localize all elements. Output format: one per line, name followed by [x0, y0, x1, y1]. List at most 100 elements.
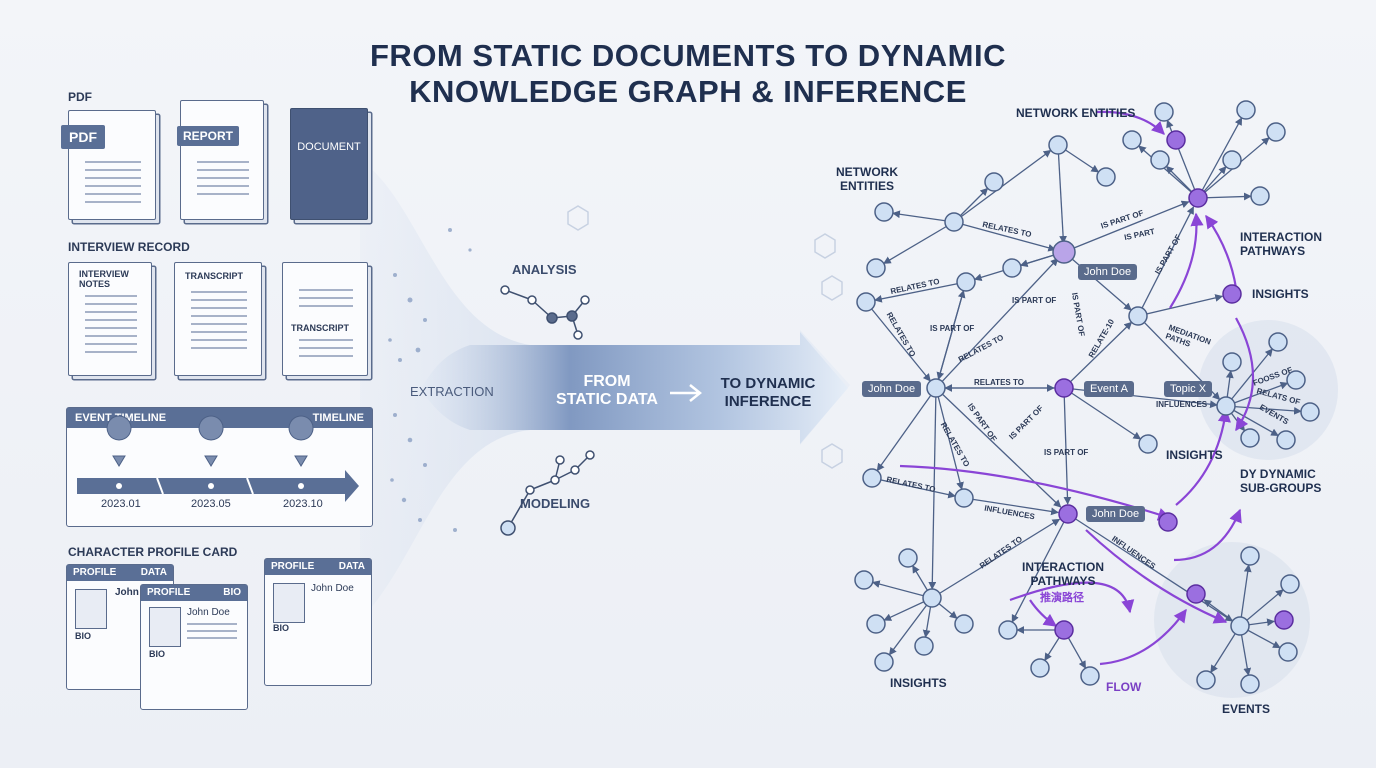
dy-dynamic-label: DY DYNAMIC SUB-GROUPS	[1240, 467, 1322, 495]
inference-path	[1009, 581, 1135, 614]
graph-edge	[871, 580, 933, 599]
avatar-icon	[149, 607, 181, 647]
entity-node	[1080, 666, 1100, 686]
events-label: EVENTS	[1222, 702, 1271, 716]
entity-node	[1286, 370, 1306, 390]
graph-edge	[1063, 387, 1142, 440]
timeline-tag: TIMELINE	[312, 412, 364, 424]
interaction-pathways-right-label: INTERACTION PATHWAYS	[1240, 230, 1322, 258]
inference-node	[1158, 512, 1178, 532]
inference-node	[1058, 504, 1078, 524]
inference-path	[1235, 317, 1255, 432]
entity-node	[944, 212, 964, 232]
interaction-pathways-bottom-label: INTERACTION PATHWAYS	[1022, 560, 1104, 588]
entity-node	[1276, 430, 1296, 450]
extraction-label: EXTRACTION	[410, 384, 494, 399]
inference-node	[1274, 610, 1294, 630]
graph-edge	[931, 518, 1061, 599]
graph-edge	[1225, 405, 1302, 415]
card1-header-1: PROFILE	[73, 567, 117, 578]
entity-node	[1222, 352, 1242, 372]
inference-path	[1169, 212, 1204, 309]
entity-node	[1048, 135, 1068, 155]
insights-bottom-label: INSIGHTS	[890, 676, 947, 690]
entity-node	[984, 172, 1004, 192]
graph-edge	[1225, 348, 1273, 407]
title-line-2: KNOWLEDGE GRAPH & INFERENCE	[409, 74, 967, 109]
inference-path	[1175, 408, 1231, 506]
interview-notes-label: INTERVIEW NOTES	[79, 269, 129, 289]
entity-node	[1300, 402, 1320, 422]
page-title: FROM STATIC DOCUMENTS TO DYNAMIC KNOWLED…	[0, 38, 1376, 110]
inference-node	[1166, 130, 1186, 150]
graph-edge	[1057, 144, 1067, 244]
entity-node	[1222, 150, 1242, 170]
inference-path	[1085, 529, 1228, 624]
entity-node	[898, 548, 918, 568]
avatar-icon	[273, 583, 305, 623]
graph-edge	[1197, 117, 1243, 199]
flow-label: FLOW	[1106, 680, 1142, 694]
report-document: REPORT	[177, 100, 264, 220]
report-tag: REPORT	[177, 126, 240, 146]
entity-node	[1268, 332, 1288, 352]
entity-box-john-3: John Doe	[1086, 506, 1146, 522]
inference-node	[1054, 378, 1074, 398]
graph-edge	[935, 387, 1062, 508]
interview-section-label: INTERVIEW RECORD	[68, 240, 190, 254]
graph-edge	[1063, 387, 1072, 505]
entity-node	[954, 488, 974, 508]
entity-node	[1122, 130, 1142, 150]
transcript-label-2: TRANSCRIPT	[291, 323, 349, 333]
chinese-label: 推演路径	[1040, 592, 1084, 604]
graph-edge	[1225, 405, 1279, 437]
graph-edge	[1063, 321, 1133, 389]
entity-node	[1278, 642, 1298, 662]
entity-box-topic-x: Topic X	[1164, 381, 1213, 397]
graph-edge	[935, 257, 1059, 389]
graph-edge	[876, 387, 937, 472]
inference-label: INFERENCE	[724, 393, 812, 410]
entity-node	[1052, 240, 1076, 264]
graph-edge	[1225, 381, 1289, 407]
graph-edge	[865, 301, 931, 382]
edge-label: IS PART OF	[1044, 448, 1089, 457]
graph-edge	[1063, 251, 1132, 311]
static-data-label: STATIC DATA	[556, 391, 658, 408]
from-label: FROM	[583, 373, 631, 390]
entity-node	[874, 652, 894, 672]
graph-edge	[1011, 513, 1069, 623]
graph-edge	[1239, 564, 1252, 627]
entity-node	[1128, 306, 1148, 326]
card3-header-1: PROFILE	[271, 561, 315, 572]
insights-right-label: INSIGHTS	[1252, 287, 1309, 301]
entity-node	[926, 378, 946, 398]
entity-node	[1236, 100, 1256, 120]
pdf-section-label: PDF	[68, 90, 92, 104]
transcript-label-1: TRANSCRIPT	[185, 271, 243, 281]
to-dynamic-inference-label: TO DYNAMIC INFERENCE	[706, 375, 830, 411]
document-tag: DOCUMENT	[297, 141, 361, 153]
from-static-data-label: FROM STATIC DATA	[548, 373, 666, 409]
title-line-1: FROM STATIC DOCUMENTS TO DYNAMIC	[370, 38, 1006, 73]
entity-node	[1138, 434, 1158, 454]
network-entities-top-label: NETWORK ENTITIES	[1016, 106, 1136, 120]
inference-path	[1205, 214, 1238, 289]
graph-edge	[953, 221, 1057, 252]
inference-path	[1099, 608, 1187, 666]
graph-edge	[928, 387, 937, 590]
entity-node	[1240, 546, 1260, 566]
graph-edge	[883, 221, 955, 264]
edge-label: INFLUENCES	[1156, 400, 1208, 409]
timeline-graphic	[77, 415, 359, 502]
edge-label: IS PART OF	[930, 324, 975, 333]
card3-header-2: DATA	[338, 561, 365, 572]
profile-section-label: CHARACTER PROFILE CARD	[68, 545, 238, 559]
entity-node	[1280, 574, 1300, 594]
entity-node	[866, 614, 886, 634]
entity-node	[1154, 102, 1174, 122]
entity-node	[914, 636, 934, 656]
graph-edge	[935, 387, 964, 491]
graph-edge	[888, 597, 933, 656]
